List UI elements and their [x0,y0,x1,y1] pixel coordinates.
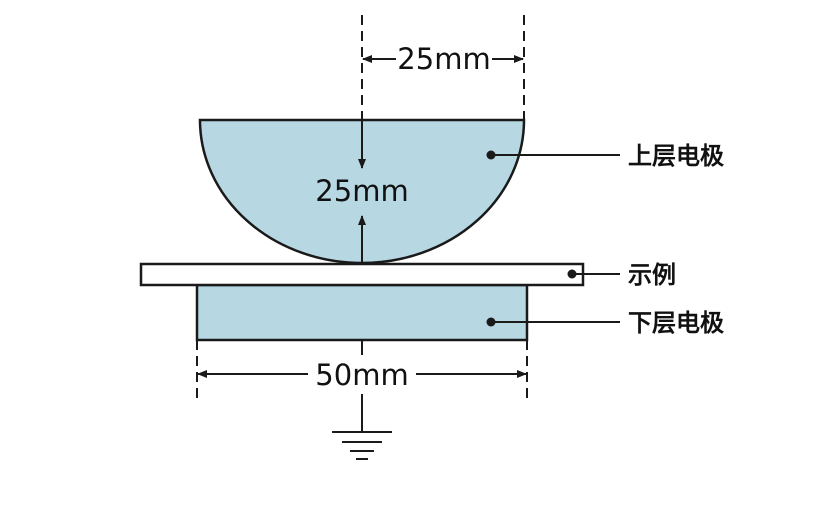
lower-electrode [195,283,529,342]
top-width-label: 25mm [397,42,490,76]
upper-electrode-label: 上层电极 [628,142,724,170]
lower-electrode-leader [486,317,620,327]
upper-electrode-leader [486,150,620,160]
height-label: 25mm [315,174,408,208]
ground-symbol-icon [332,431,392,460]
lower-electrode-label: 下层电极 [628,309,724,337]
bottom-width-label: 50mm [315,358,408,392]
sample-leader [567,269,620,279]
sample-label: 示例 [628,261,676,289]
sample-plate [139,262,585,287]
